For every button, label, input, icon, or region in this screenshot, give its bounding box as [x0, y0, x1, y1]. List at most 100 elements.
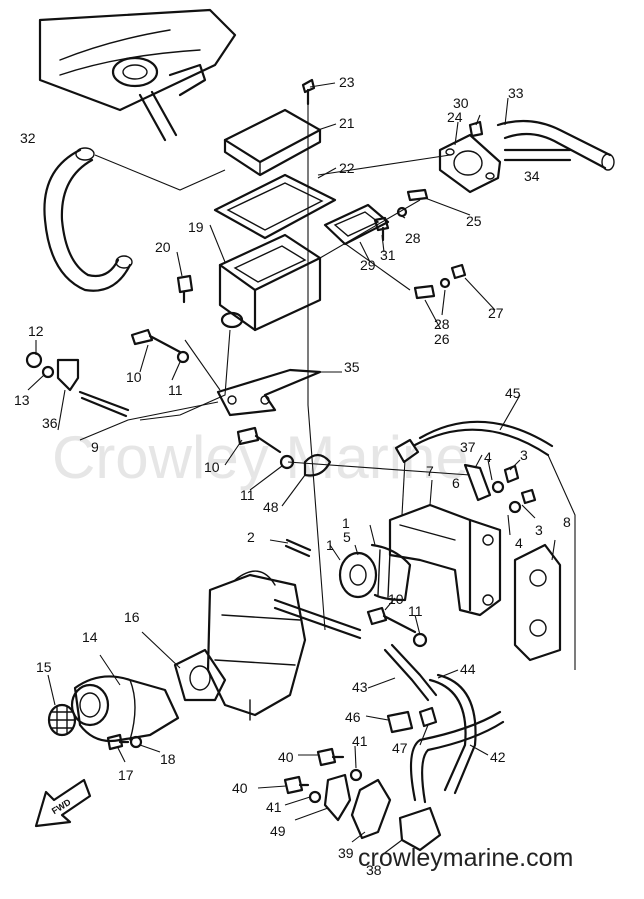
callout: 41 — [266, 799, 282, 815]
callout: 31 — [380, 247, 396, 263]
hose-43b — [390, 643, 438, 697]
callout: 10 — [126, 369, 142, 385]
bolt-10b — [236, 426, 282, 454]
fitting-20 — [176, 274, 194, 304]
bracket-35 — [216, 368, 322, 417]
pin-26 — [413, 284, 436, 300]
callout: 36 — [42, 415, 58, 431]
chamber-19 — [218, 233, 322, 332]
pin-25 — [406, 188, 429, 202]
washer-4b — [508, 500, 522, 514]
callout: 10 — [388, 591, 404, 607]
callout: 46 — [345, 709, 361, 725]
hose-32 — [43, 147, 133, 292]
washer-11c — [412, 632, 428, 648]
watermark-text: Crowley Marine — [52, 424, 469, 491]
leader-lines — [27, 82, 576, 856]
callout: 45 — [505, 385, 521, 401]
callout: 4 — [515, 535, 523, 551]
washer-18 — [129, 735, 143, 749]
washer-13 — [41, 365, 55, 379]
callout: 28 — [405, 230, 421, 246]
hose-33-end — [601, 153, 615, 171]
callout: 13 — [14, 392, 30, 408]
callout: 15 — [36, 659, 52, 675]
tube-lower — [273, 606, 362, 640]
screw-27 — [450, 263, 467, 280]
callout: 49 — [270, 823, 286, 839]
gasket-22 — [213, 173, 337, 240]
callout: 17 — [118, 767, 134, 783]
clamp-48 — [303, 453, 332, 477]
valve-38 — [398, 806, 442, 852]
engine-top — [38, 8, 237, 142]
callout: 14 — [82, 629, 98, 645]
callout: 8 — [563, 514, 571, 530]
bolt-10a — [130, 328, 182, 354]
nut-12 — [25, 351, 43, 369]
callout: 23 — [339, 74, 355, 90]
callout: 41 — [352, 733, 368, 749]
callout-labels: 1 1 2 3 3 4 4 5 6 7 8 9 10 10 10 11 11 1… — [14, 74, 571, 878]
callout: 39 — [338, 845, 354, 861]
callout: 16 — [124, 609, 140, 625]
tube-upper — [273, 598, 362, 632]
callout: 27 — [488, 305, 504, 321]
callout: 29 — [360, 257, 376, 273]
stud-9 — [78, 390, 130, 418]
callout: 32 — [20, 130, 36, 146]
hose-44b — [436, 673, 477, 795]
callout: 9 — [91, 439, 99, 455]
callout: 40 — [278, 749, 294, 765]
stud-2 — [284, 538, 312, 558]
callout: 42 — [490, 749, 506, 765]
gasket-16 — [173, 648, 227, 702]
hose-42 — [409, 710, 502, 802]
washer-28b — [439, 277, 451, 289]
callout: 24 — [447, 109, 463, 125]
callout: 25 — [466, 213, 482, 229]
hose-45b — [418, 420, 554, 448]
washer-4a — [491, 480, 505, 494]
callout: 43 — [352, 679, 368, 695]
washer-41a — [349, 768, 363, 782]
callout: 19 — [188, 219, 204, 235]
clip-36 — [56, 358, 80, 392]
nut-3b — [520, 488, 537, 505]
callout: 11 — [168, 382, 183, 398]
callout: 38 — [366, 862, 382, 878]
callout: 28 — [434, 316, 450, 332]
hose-45 — [413, 428, 550, 457]
callout: 2 — [247, 529, 255, 545]
screen-15 — [47, 703, 77, 737]
hose-42b — [421, 720, 505, 804]
callout: 35 — [344, 359, 360, 375]
bracket-49 — [323, 773, 352, 822]
housing-24 — [438, 133, 502, 194]
gasket-8 — [513, 543, 562, 662]
carb-parts — [338, 543, 412, 602]
washer-11a — [176, 350, 190, 364]
callout: 30 — [453, 95, 469, 111]
fwd-arrow: FWD — [34, 778, 92, 828]
callout: 22 — [339, 160, 355, 176]
callout: 7 — [426, 463, 434, 479]
footer-url: crowleymarine.com — [358, 844, 573, 872]
nut-3a — [503, 464, 520, 484]
callout: 3 — [535, 522, 543, 538]
callout: 44 — [460, 661, 476, 677]
hose-44 — [428, 678, 467, 792]
callout: 10 — [204, 459, 220, 475]
screw-23 — [301, 78, 316, 106]
cover-21 — [223, 108, 322, 177]
callout: 37 — [460, 439, 476, 455]
callout: 3 — [520, 447, 528, 463]
manifold-6 — [388, 503, 502, 617]
callout: 11 — [408, 603, 423, 619]
screw-17 — [106, 733, 130, 751]
screw-40b — [283, 775, 310, 795]
callout: 11 — [240, 487, 255, 503]
bolt-10c — [366, 606, 417, 634]
hose-43 — [383, 648, 430, 702]
